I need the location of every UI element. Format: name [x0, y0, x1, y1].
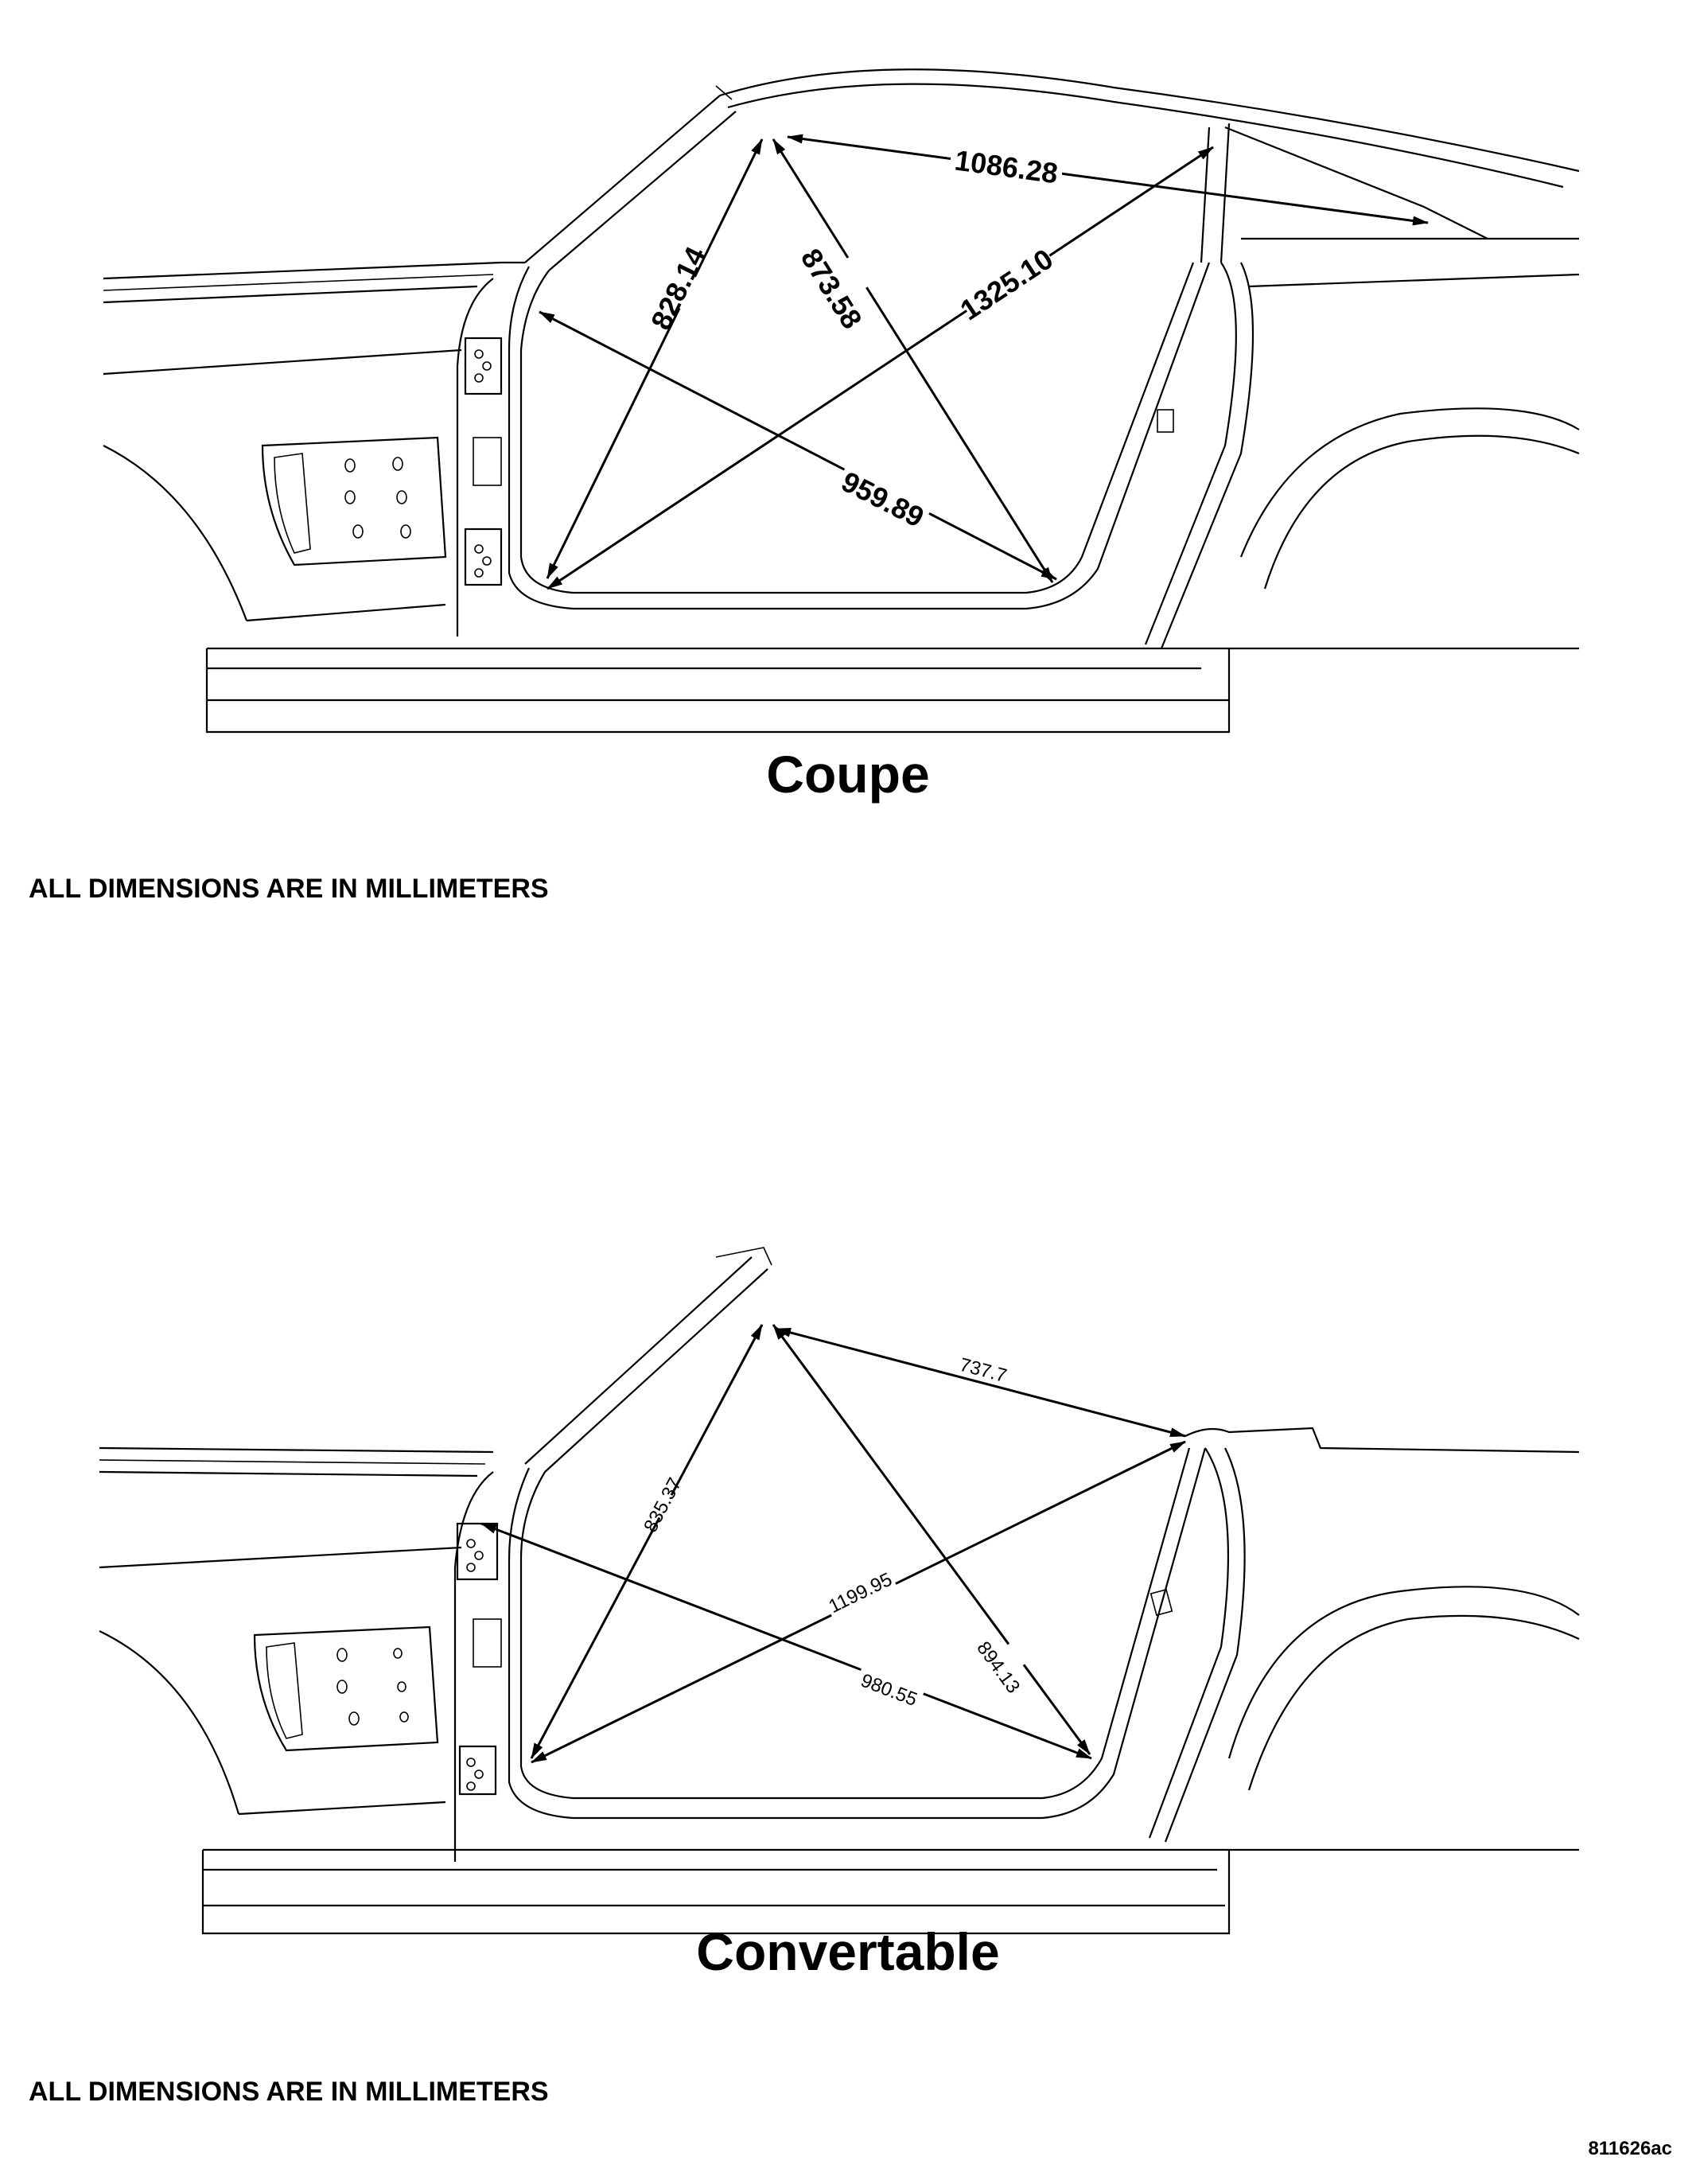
coupe-diagram: 1086.28 828.14 873.58 1325.10 959.89: [103, 68, 1580, 734]
convertible-units-note: ALL DIMENSIONS ARE IN MILLIMETERS: [29, 2077, 549, 2107]
dimension-a-top-to-rear-lower: [772, 1324, 1091, 1755]
dimension-a-top-to-front-lower: [530, 1324, 764, 1759]
coupe-title: Coupe: [766, 745, 930, 804]
label-1325-10: 1325.10: [955, 242, 1059, 326]
label-959-89: 959.89: [836, 465, 929, 534]
coupe-units-note: ALL DIMENSIONS ARE IN MILLIMETERS: [29, 874, 549, 904]
label-980-55: 980.55: [858, 1670, 920, 1711]
coupe-body-outline: [103, 68, 1580, 734]
dimension-front-mid-to-rear-lower: [539, 310, 1057, 581]
convertible-title: Convertable: [696, 1922, 1000, 1981]
coupe-dimension-labels: 1086.28 828.14 873.58 1325.10 959.89: [632, 144, 1062, 536]
figure-id: 811626ac: [1588, 2138, 1672, 2159]
dimension-a-top-to-front-lower: [546, 138, 764, 579]
convertible-diagram: 737.7 835.37 894.13 1199.95 980.55: [99, 1247, 1580, 1935]
dimension-roof-to-rear: [787, 134, 1429, 226]
dimension-front-mid-to-rear-lower: [480, 1522, 1092, 1760]
dimension-a-top-to-b-top: [775, 1327, 1186, 1438]
label-1199-95: 1199.95: [826, 1569, 896, 1618]
coupe-dimension-lines: [539, 134, 1429, 590]
convertible-dimension-lines: [480, 1324, 1186, 1764]
